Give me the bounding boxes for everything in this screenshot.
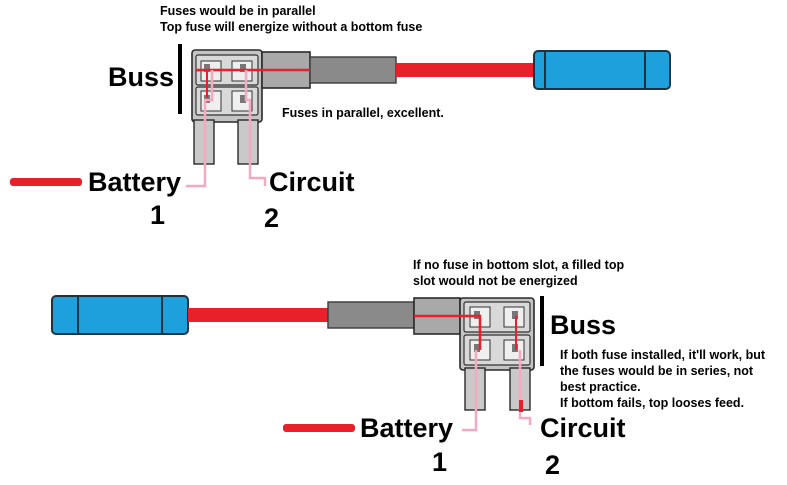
bottom-series-note-line-1: If both fuse installed, it'll work, but — [560, 348, 766, 362]
top-buss-bar — [178, 44, 182, 114]
top-blade-terminal-circuit — [237, 119, 259, 165]
top-circuit-number: 2 — [264, 203, 280, 233]
bottom-battery-wire-stub — [283, 424, 355, 432]
top-wire-sleeve — [309, 56, 397, 84]
bottom-buss-bar — [540, 296, 544, 366]
bottom-battery-number: 1 — [432, 447, 448, 477]
bottom-series-note-line-4: If bottom fails, top looses feed. — [560, 396, 745, 410]
bottom-fuse-tap-assembly — [51, 295, 544, 432]
bottom-butt-connector — [51, 295, 189, 335]
top-note-line-1: Fuses would be in parallel — [160, 4, 316, 18]
bottom-internal-feed-link — [414, 314, 482, 350]
bottom-pink-wire-battery — [462, 350, 478, 432]
bottom-circuit-number: 2 — [545, 450, 561, 480]
top-pink-wire-battery — [186, 70, 214, 188]
top-buss-label: Buss — [108, 62, 175, 92]
top-parallel-note: Fuses in parallel, excellent. — [282, 106, 444, 120]
bottom-note-line-1: If no fuse in bottom slot, a filled top — [413, 258, 625, 272]
top-pink-wire-circuit — [244, 70, 267, 186]
top-battery-number: 1 — [150, 200, 166, 230]
bottom-circuit-label: Circuit — [540, 413, 626, 443]
bottom-feed-wire — [188, 308, 330, 322]
top-circuit-label: Circuit — [269, 167, 355, 197]
top-fuse-tap-assembly — [10, 44, 671, 188]
bottom-series-note-line-3: best practice. — [560, 380, 641, 394]
top-feed-wire — [396, 63, 538, 77]
bottom-battery-label: Battery — [360, 413, 454, 443]
bottom-buss-label: Buss — [550, 310, 617, 340]
top-butt-connector — [533, 50, 671, 90]
bottom-series-note-line-2: the fuses would be in series, not — [560, 364, 754, 378]
top-battery-label: Battery — [88, 167, 182, 197]
bottom-wire-sleeve — [327, 301, 415, 329]
bottom-pink-wire-circuit — [518, 350, 532, 425]
bottom-note-line-2: slot would not be energized — [413, 274, 578, 288]
top-note-line-2: Top fuse will energize without a bottom … — [160, 20, 423, 34]
top-battery-wire-stub — [10, 178, 82, 186]
